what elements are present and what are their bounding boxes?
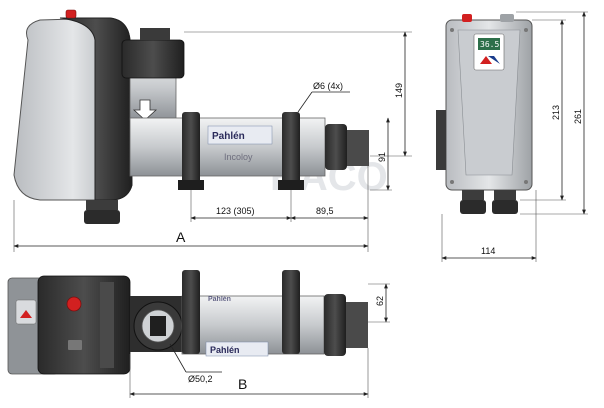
dim-label-holes: Ø6 (4x) bbox=[313, 81, 343, 91]
top-left-clamp bbox=[182, 270, 200, 354]
screw-icon bbox=[450, 28, 454, 32]
dim-label-front-height: 213 bbox=[551, 105, 561, 120]
side-right-clamp bbox=[282, 112, 300, 184]
side-view-dimensions: A 123 (305) 89,5 149 91 Ø6 (4x) bbox=[13, 31, 412, 252]
front-view-dimensions: 114 213 261 bbox=[441, 11, 588, 262]
dim-label-front-total-height: 261 bbox=[573, 109, 583, 124]
top-outlet-union bbox=[324, 294, 346, 356]
screw-icon bbox=[524, 180, 528, 184]
side-inlet-cap bbox=[140, 28, 170, 40]
top-brand-text: Pahlén bbox=[210, 345, 240, 355]
leader-line-pipe bbox=[169, 343, 187, 373]
side-brand-plate bbox=[207, 125, 273, 145]
front-side-bracket bbox=[436, 110, 446, 170]
leader-line-holes bbox=[297, 91, 313, 113]
side-brand-text: Pahlén bbox=[212, 131, 245, 142]
up-arrow-icon bbox=[480, 56, 492, 64]
front-top-cap-icon bbox=[500, 14, 514, 22]
dim-label-pipe-dia: Ø50,2 bbox=[188, 374, 213, 384]
dim-label-top-height: 62 bbox=[375, 296, 385, 306]
side-outlet-union bbox=[325, 124, 347, 170]
flow-arrow-icon bbox=[132, 99, 158, 121]
front-gland-left bbox=[460, 200, 486, 214]
side-material-text: Incoloy bbox=[224, 152, 253, 162]
side-left-clamp bbox=[182, 112, 200, 184]
side-left-clamp-foot bbox=[178, 180, 204, 190]
dim-label-mount-spacing: 123 (305) bbox=[216, 206, 255, 216]
front-panel-inset bbox=[457, 29, 521, 176]
front-gland-nut-right bbox=[494, 190, 516, 200]
top-control-box bbox=[37, 275, 131, 375]
dim-label-b: B bbox=[238, 376, 247, 392]
top-switch-icon bbox=[68, 340, 82, 350]
top-outlet-pipe bbox=[346, 302, 368, 348]
top-brand-text-rear: Pahlén bbox=[208, 296, 231, 303]
side-inlet-union bbox=[121, 39, 185, 79]
top-right-clamp bbox=[282, 270, 300, 354]
side-cable-gland bbox=[84, 210, 120, 224]
top-inlet-element bbox=[150, 316, 166, 336]
front-display-value: 36.5 bbox=[480, 40, 499, 49]
screw-icon bbox=[450, 180, 454, 184]
top-brand-plate bbox=[205, 341, 269, 357]
top-reset-button-icon bbox=[66, 296, 82, 312]
top-up-arrow-icon bbox=[20, 310, 32, 318]
front-reset-button-icon bbox=[462, 14, 472, 22]
dim-label-box-height: 149 bbox=[394, 83, 404, 98]
top-box-rib bbox=[100, 282, 114, 368]
reset-button-icon bbox=[65, 9, 77, 19]
front-gland-nut-left bbox=[462, 190, 484, 200]
top-view: Pahlén Pahlén bbox=[7, 270, 368, 375]
front-display bbox=[478, 38, 500, 50]
side-cable-gland-nut bbox=[86, 200, 118, 210]
front-gland-right bbox=[492, 200, 518, 214]
front-view: 36.5 bbox=[436, 14, 533, 214]
top-view-dimensions: 62 B Ø50,2 bbox=[129, 283, 390, 398]
dim-label-a: A bbox=[176, 229, 186, 245]
screw-icon bbox=[524, 28, 528, 32]
dim-label-outlet-offset: 89,5 bbox=[316, 206, 334, 216]
side-right-clamp-foot bbox=[278, 180, 304, 190]
down-arrow-icon bbox=[488, 56, 500, 64]
side-view: Pahlén Incoloy bbox=[13, 9, 369, 224]
dim-label-pipe-height: 91 bbox=[377, 152, 387, 162]
side-control-box-cover bbox=[59, 17, 133, 201]
dim-label-front-width: 114 bbox=[481, 246, 495, 256]
side-outlet-pipe bbox=[347, 130, 369, 166]
